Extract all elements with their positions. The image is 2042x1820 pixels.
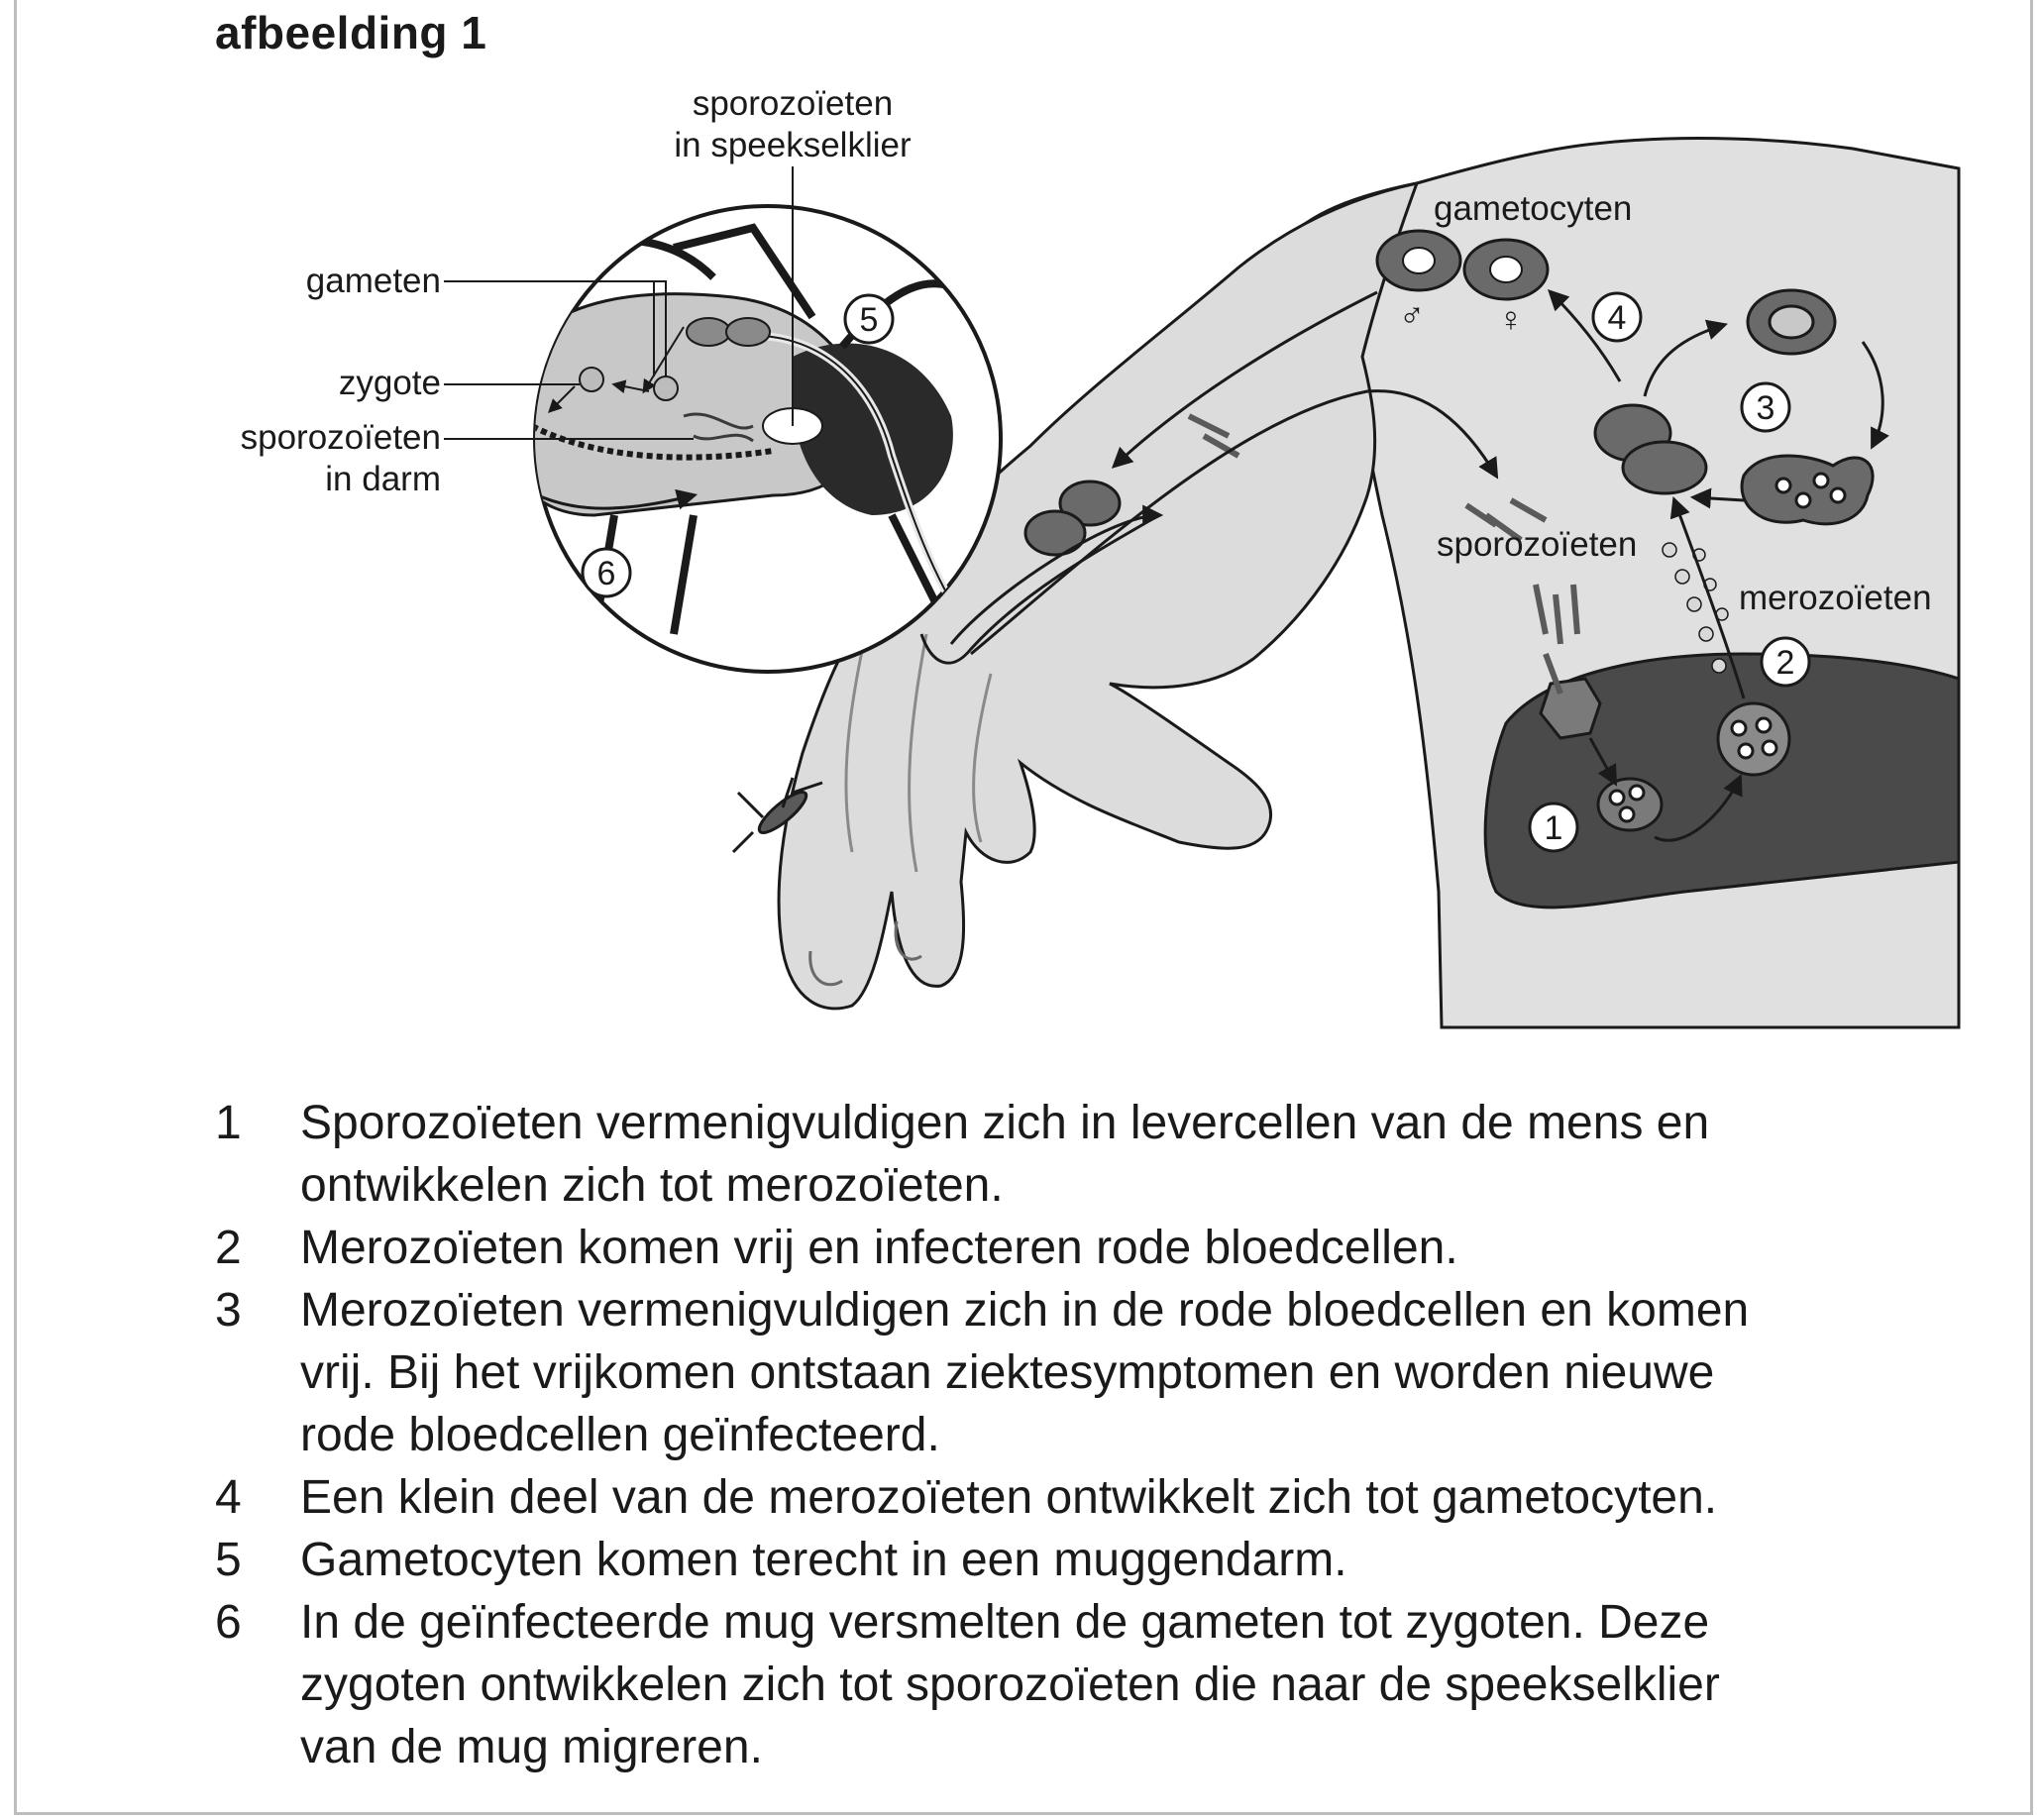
gametocyte-female [1462,238,1550,301]
marker-5: 5 [843,293,895,345]
label-merozoieten: merozoïeten [1739,579,1932,617]
fingernails [808,920,922,987]
sporozoites-human [1187,413,1580,696]
svg-text:6: 6 [597,555,616,592]
svg-text:4: 4 [1608,299,1627,337]
label-zygote: zygote [339,364,441,402]
svg-text:2: 2 [1776,644,1795,682]
marker-1: 1 [1528,802,1579,853]
label-sporozoieten-darm-2: in darm [325,460,441,498]
malaria-life-cycle-diagram: sporozoïeten in speekselklier gameten zy… [241,84,1961,1029]
marker-2: 2 [1760,636,1811,688]
male-symbol: ♂ [1399,296,1425,335]
label-sporozoieten-darm-1: sporozoïeten [241,418,441,457]
cycle-arrows [949,289,1889,842]
label-sporozoieten: sporozoïeten [1437,525,1637,564]
label-sporozoieten-speekselklier-1: sporozoïeten [693,84,893,123]
figure-title: afbeelding 1 [215,7,487,58]
marker-6: 6 [581,547,632,598]
label-gameten: gameten [306,262,441,300]
marker-3: 3 [1740,381,1791,433]
svg-text:1: 1 [1545,809,1563,847]
svg-text:5: 5 [860,301,879,339]
mosquito-small [731,777,823,854]
label-gametocyten: gametocyten [1434,189,1632,228]
mosquito-bite-path [919,513,1160,665]
label-sporozoieten-speekselklier-2: in speekselklier [674,126,912,164]
leader-lines [444,166,794,440]
gametocyte-male [1375,229,1462,292]
gametocytes-in-arm [1023,480,1122,557]
female-symbol: ♀ [1498,300,1524,339]
red-blood-cells [1593,288,1875,526]
marker-4: 4 [1591,291,1643,343]
mosquito-cross-section [535,223,975,637]
liver-cells [1539,677,1791,832]
svg-text:3: 3 [1757,389,1775,427]
page-frame [14,0,2033,1815]
